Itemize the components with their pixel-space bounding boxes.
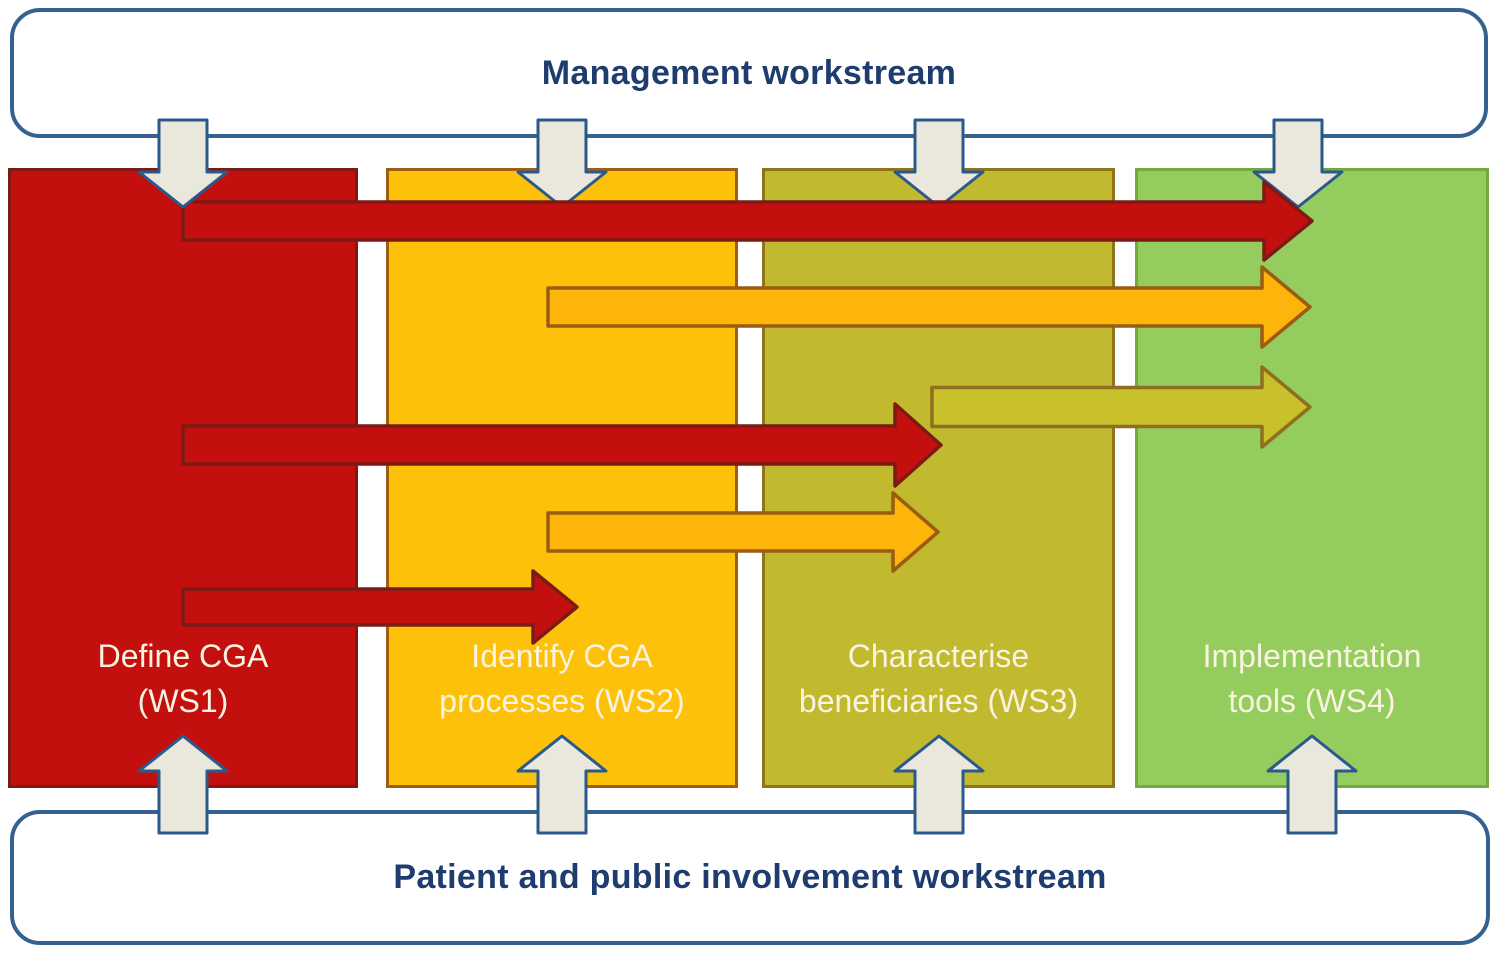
- column-ws3: [762, 168, 1115, 788]
- column-ws2: [386, 168, 738, 788]
- management-workstream-label: Management workstream: [541, 53, 957, 92]
- management-workstream-box: Management workstream: [10, 8, 1488, 138]
- column-ws1: [8, 168, 358, 788]
- column-ws4: [1135, 168, 1489, 788]
- ppi-workstream-label: Patient and public involvement workstrea…: [393, 858, 1107, 896]
- ppi-workstream-box: Patient and public involvement workstrea…: [10, 810, 1490, 945]
